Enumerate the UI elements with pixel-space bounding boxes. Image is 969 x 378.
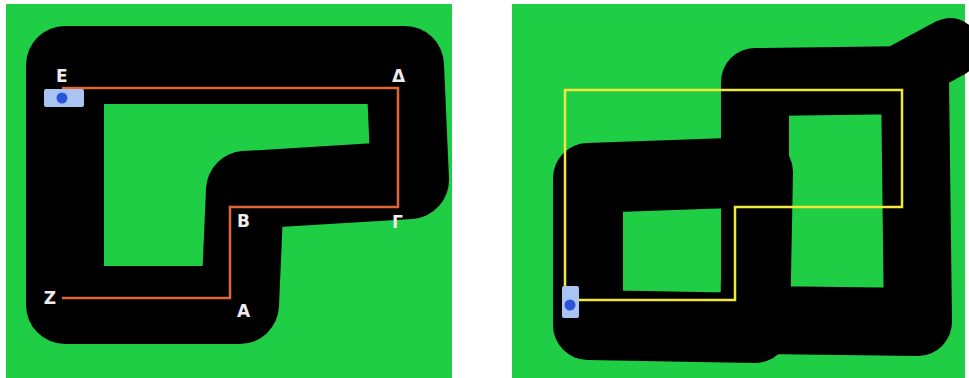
robot-body [562, 286, 579, 318]
route-line [565, 90, 902, 300]
point-label: Ε [56, 67, 68, 85]
point-label: Γ [392, 213, 403, 231]
point-label: Δ [392, 67, 405, 85]
point-label: Α [237, 302, 250, 320]
track [755, 80, 918, 322]
track [900, 48, 950, 75]
point-label: Ζ [44, 289, 56, 307]
robot-body [44, 89, 84, 107]
grass-ground [6, 4, 452, 378]
robot-marker [57, 93, 68, 104]
grass-ground [512, 4, 965, 378]
route-line [62, 88, 398, 298]
track [65, 65, 410, 305]
robot-marker [565, 300, 576, 311]
point-label: Β [237, 212, 250, 230]
